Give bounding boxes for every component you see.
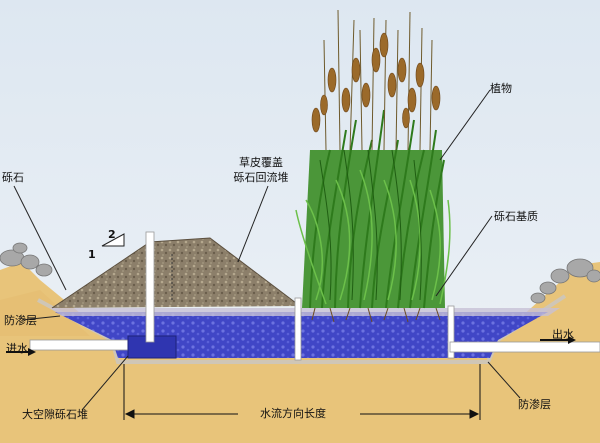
surface-layer: [50, 308, 560, 316]
gravel-return-mound: [52, 238, 300, 308]
label-gravel: 砾石: [2, 171, 24, 184]
label-seepage-layer-left: 防渗层: [4, 314, 37, 327]
label-inlet: 进水: [6, 342, 28, 355]
vertical-pipe-middle: [294, 297, 302, 361]
label-gravel-return-pile: 砾石回流堆: [233, 171, 289, 184]
slope-ratio-indicator: [101, 233, 125, 247]
label-slope-rise: 1: [88, 248, 96, 261]
label-outlet: 出水: [552, 328, 574, 341]
inlet-pipe: [29, 339, 141, 351]
leader-lines: [13, 89, 521, 411]
rocks-right: [530, 258, 600, 304]
label-plants: 植物: [490, 82, 512, 95]
label-grass-cover: 草皮覆盖: [239, 156, 283, 169]
vertical-pipe-right: [447, 305, 455, 359]
rocks-left: [0, 242, 53, 277]
water-gravel-bed: [55, 312, 548, 358]
flow-length-dimension: [123, 364, 481, 420]
cattail-heads: [311, 32, 441, 133]
label-flow-length: 水流方向长度: [260, 407, 326, 420]
reed-plants: [295, 109, 451, 323]
outlet-pipe: [449, 341, 600, 353]
label-slope-run: 2: [108, 228, 116, 241]
label-large-void-gravel-pile: 大空隙砾石堆: [22, 408, 88, 421]
cattail-stalks: [323, 9, 433, 151]
label-gravel-substrate: 砾石基质: [494, 210, 538, 223]
vertical-pipe-left: [145, 231, 155, 343]
label-seepage-layer-right: 防渗层: [518, 398, 551, 411]
